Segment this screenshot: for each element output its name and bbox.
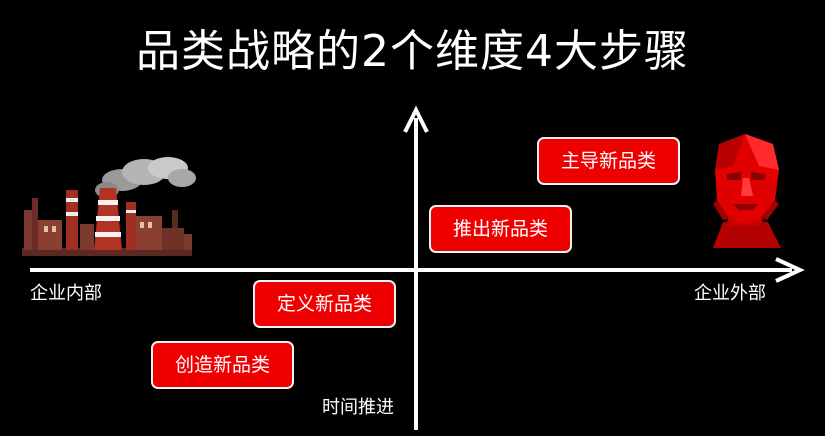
step-launch: 推出新品类	[429, 205, 572, 253]
vertical-axis-label: 时间推进	[322, 397, 394, 418]
page-title: 品类战略的2个维度4大步骤	[136, 26, 689, 77]
factory-icon	[22, 157, 196, 256]
step-lead: 主导新品类	[537, 137, 680, 185]
left-axis-label: 企业内部	[30, 283, 102, 304]
horizontal-arrowhead	[775, 257, 805, 283]
right-axis-label: 企业外部	[694, 283, 766, 304]
red-head-icon	[713, 134, 781, 248]
vertical-arrowhead	[403, 105, 429, 133]
step-create: 创造新品类	[151, 341, 294, 389]
step-define: 定义新品类	[253, 280, 396, 328]
